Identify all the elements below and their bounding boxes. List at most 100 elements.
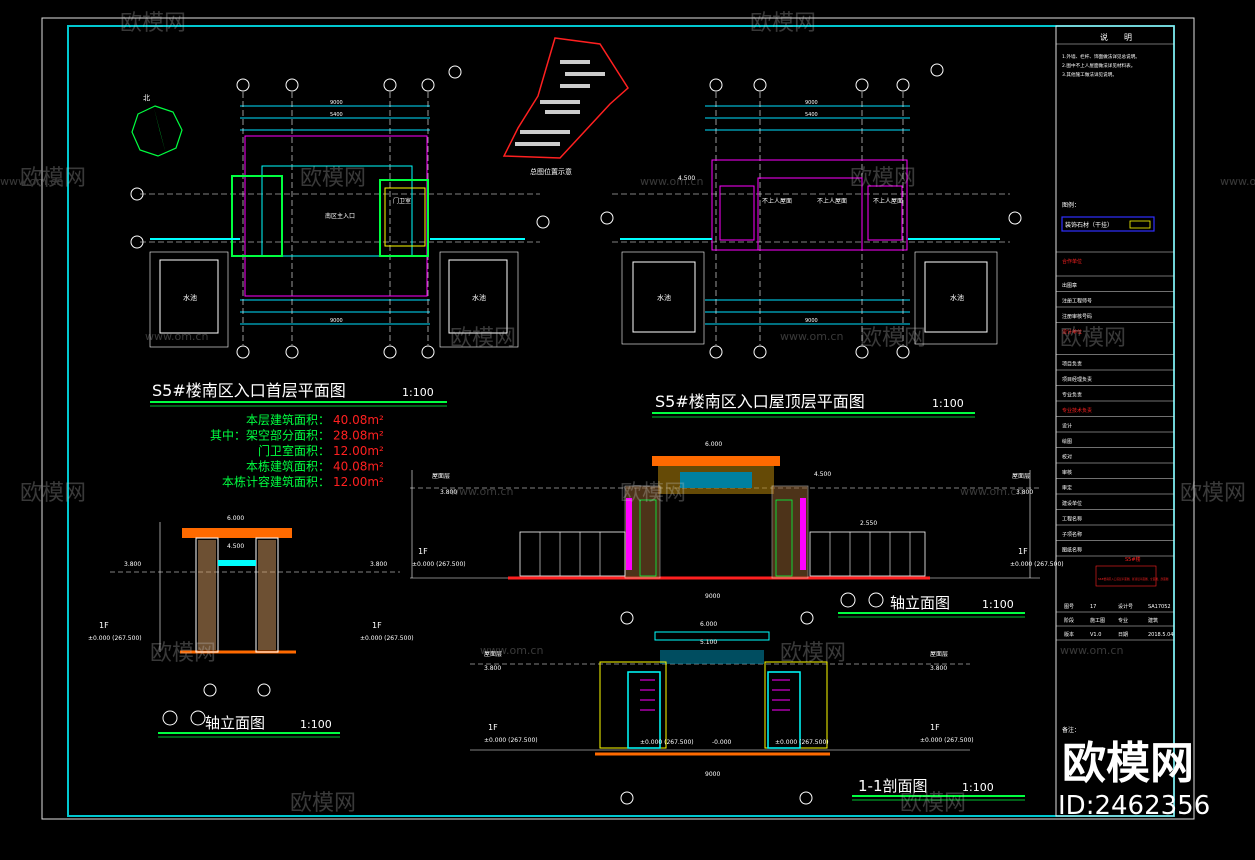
titleblock-row-label: 子项名称: [1062, 531, 1082, 538]
area-value: 12.00m²: [333, 475, 384, 489]
side-elev-scale: 1:100: [300, 718, 332, 731]
site-label: 总图位置示意: [530, 167, 572, 176]
titleblock-row-label: 合作单位: [1062, 258, 1082, 265]
side-elevation: 1F ±0.000 (267.500) ±0.000 (267.500) 1F …: [88, 515, 414, 738]
sect-width-dim: 9000: [705, 771, 720, 778]
meta-value-2: 2018.5.04: [1148, 632, 1173, 638]
side-ground-right: ±0.000 (267.500): [360, 635, 414, 642]
ground-plan-title: S5#楼南区入口首层平面图: [152, 381, 346, 400]
roof-plan-scale: 1:100: [932, 397, 964, 410]
ground-plan-scale: 1:100: [402, 386, 434, 399]
roof-note-left: 不上人屋面: [762, 197, 792, 205]
watermark-site: www.om.cn: [0, 175, 63, 188]
outer-border: [41, 17, 1195, 820]
legend-label: 图例：: [1062, 201, 1080, 209]
area-label: 本栋计容建筑面积：: [222, 474, 330, 489]
watermark-brand: 欧模网: [120, 11, 186, 36]
titleblock-row-label: 图纸名称: [1062, 547, 1082, 554]
roof-dim-bottom: 9000: [805, 318, 818, 324]
side-floor-right: 1F: [372, 621, 382, 630]
site-location-diagram: 总图位置示意: [502, 37, 629, 176]
front-elev-scale: 1:100: [982, 598, 1014, 611]
watermark-brand: 欧模网: [900, 791, 966, 816]
dim-total-bottom: 9000: [330, 318, 343, 324]
titleblock-row-label: 项目经理负责: [1062, 376, 1092, 383]
sect-inner-ground-left: ±0.000 (267.500): [640, 739, 694, 746]
area-schedule: 本层建筑面积：40.08m²其中：架空部分面积：28.08m²门卫室面积：12.…: [210, 412, 384, 489]
area-value: 40.08m²: [333, 413, 384, 427]
watermark-brand: 欧模网: [780, 641, 846, 666]
roof-level-left: 4.500: [678, 175, 695, 182]
titleblock-row-label: 专业负责: [1062, 392, 1082, 399]
sect-ground-right: ±0.000 (267.500): [920, 737, 974, 744]
watermark-brand-large: 欧模网: [1062, 738, 1194, 789]
meta-value: 施工图: [1090, 617, 1105, 624]
sect-floor-right: 1F: [930, 723, 940, 732]
meta-key-2: 日期: [1118, 632, 1128, 638]
front-elevation: 屋面层 屋面层 3.800 3.800 6.000 4.500 2.550 1F…: [410, 441, 1064, 625]
front-top-dim: 6.000: [705, 441, 722, 448]
watermark-brand: 欧模网: [750, 11, 816, 36]
watermark-brand: 欧模网: [20, 481, 86, 506]
front-floor-left: 1F: [418, 547, 428, 556]
titleblock-row-label: 注册审核号码: [1062, 313, 1092, 320]
ground-floor-plan: 水池 水池 南区主入口 门卫室 9000 5400 9000 北 S5#楼南区入…: [130, 65, 550, 407]
sect-roof-left: 屋面层: [484, 651, 502, 658]
watermark-brand: 欧模网: [150, 641, 216, 666]
pond-label-left: 水池: [183, 293, 197, 302]
watermark-brand: 欧模网: [1180, 481, 1246, 506]
roof-dim-mid: 5400: [805, 112, 818, 118]
note-line: 2.图中不上人屋面做法详见材料表。: [1062, 62, 1135, 69]
meta-key: 版本: [1064, 631, 1074, 638]
watermark-site: www.om.cn: [1060, 644, 1123, 657]
watermark-brand: 欧模网: [850, 166, 916, 191]
watermark-brand: 欧模网: [1060, 326, 1126, 351]
area-value: 12.00m²: [333, 444, 384, 458]
titleblock-row-label: 建设单位: [1062, 500, 1082, 507]
watermark-id: ID:2462356: [1058, 791, 1210, 821]
roof-dim-total: 9000: [805, 100, 818, 106]
front-ground-left: ±0.000 (267.500): [412, 561, 466, 568]
titleblock-row-label: 注册工程师号: [1062, 298, 1092, 305]
front-roof-right: 屋面层: [1012, 473, 1030, 480]
front-level-4500: 4.500: [814, 471, 831, 478]
sect-inner-ground-right: ±0.000 (267.500): [775, 739, 829, 746]
meta-value: 17: [1090, 604, 1096, 610]
drawing-name-stamp: S5#楼南区入口首层平面图、屋顶层平面图、立面图、剖面图: [1095, 565, 1169, 587]
footer-label: 备注：: [1062, 726, 1080, 734]
side-level-right: 3.800: [370, 561, 387, 568]
meta-value: V1.0: [1090, 632, 1101, 638]
watermark-brand: 欧模网: [300, 166, 366, 191]
titleblock-row-label: 审核: [1062, 469, 1072, 476]
section-title: 1-1剖面图: [858, 777, 928, 795]
front-roof-left: 屋面层: [432, 473, 450, 480]
sect-floor-left: 1F: [488, 723, 498, 732]
watermark: 欧模网欧模网欧模网欧模网欧模网欧模网欧模网欧模网欧模网欧模网欧模网欧模网欧模网欧…: [0, 11, 1255, 816]
side-elev-title: 轴立面图: [205, 714, 265, 732]
meta-value-2: 建筑: [1148, 617, 1158, 624]
watermark-site: www.om.cn: [1220, 175, 1255, 188]
side-ground: ±0.000 (267.500): [88, 635, 142, 642]
pond-label-right: 水池: [472, 293, 486, 302]
titleblock-row-label: 项目负责: [1062, 361, 1082, 368]
roof-pond-right: 水池: [950, 293, 964, 302]
area-value: 28.08m²: [333, 429, 384, 443]
titleblock-row-label: 绘图: [1062, 438, 1072, 445]
front-level-2550: 2.550: [860, 520, 877, 527]
sect-ground-left: ±0.000 (267.500): [484, 737, 538, 744]
dim-total-top: 9000: [330, 100, 343, 106]
front-ground-right: ±0.000 (267.500): [1010, 561, 1064, 568]
title-block: 说 明 1.外墙、栏杆、饰面做法详见总说明。2.图中不上人屋面做法详见材料表。3…: [1055, 25, 1175, 817]
guard-label: 门卫室: [393, 197, 411, 205]
side-mid-dim: 4.500: [227, 543, 244, 550]
meta-key: 阶段: [1064, 617, 1074, 624]
watermark-site: www.om.cn: [480, 644, 543, 657]
watermark-site: www.om.cn: [960, 485, 1023, 498]
titleblock-row-label: 工程名称: [1062, 516, 1082, 523]
section-1-1: 6.000 5.100 屋面层 屋面层 3.800 3.800 1F ±0.00…: [470, 621, 1025, 805]
dim-mid-top: 5400: [330, 112, 343, 118]
area-label: 门卫室面积：: [258, 443, 330, 458]
side-floor: 1F: [99, 621, 109, 630]
